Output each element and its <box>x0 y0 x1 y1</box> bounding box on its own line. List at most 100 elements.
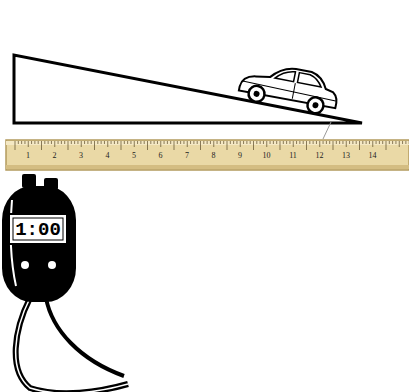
ruler-tick <box>170 141 171 144</box>
ruler-tick <box>313 141 314 144</box>
ruler-tick <box>227 141 228 150</box>
ruler-tick <box>389 141 390 144</box>
stopwatch-display-frame <box>13 218 63 240</box>
ruler-ticks <box>15 141 409 150</box>
car-body <box>239 59 341 109</box>
ruler-number: 1 <box>26 152 30 160</box>
ruler-tick <box>54 141 55 147</box>
ruler-tick <box>157 141 158 144</box>
car-hub <box>312 102 319 109</box>
ruler-tick <box>270 141 271 144</box>
ruler-tick <box>256 141 257 144</box>
ruler-tick <box>167 141 168 144</box>
ruler-tick <box>223 141 224 144</box>
ruler-tick <box>289 141 290 144</box>
ruler-tick <box>41 141 42 150</box>
ruler-tick <box>87 141 88 144</box>
ruler-tick <box>220 141 221 144</box>
ruler-tick <box>174 141 175 150</box>
ruler-tick <box>111 141 112 144</box>
ruler-tick <box>263 141 264 144</box>
ruler-tick <box>203 141 204 144</box>
ruler-tick <box>405 141 406 144</box>
stopwatch-strap <box>16 298 128 392</box>
ruler-tick <box>124 141 125 144</box>
ruler-tick <box>280 141 281 150</box>
ruler-tick <box>94 141 95 150</box>
stopwatch-key <box>48 261 56 269</box>
ruler-tick <box>117 141 118 144</box>
ruler-tick <box>286 141 287 144</box>
ruler-tick <box>154 141 155 144</box>
ruler-tick <box>372 141 373 147</box>
ruler-tick <box>91 141 92 144</box>
toy-car <box>237 59 341 117</box>
ruler-tick <box>193 141 194 144</box>
ruler-tick <box>386 141 387 150</box>
ruler-tick <box>18 141 19 144</box>
ruler-number: 6 <box>159 152 163 160</box>
ruler-tick <box>34 141 35 144</box>
ruler-tick <box>395 141 396 144</box>
ruler-tick <box>356 141 357 144</box>
ruler-tick <box>197 141 198 144</box>
ruler-tick <box>319 141 320 147</box>
ruler-tick <box>77 141 78 144</box>
ruler-tick <box>346 141 347 147</box>
ruler-tick <box>24 141 25 144</box>
ruler-tick <box>217 141 218 144</box>
ruler-tick <box>362 141 363 144</box>
ruler-tick <box>316 141 317 144</box>
stopwatch-display <box>9 214 67 244</box>
ruler-tick <box>160 141 161 147</box>
ruler-tick <box>336 141 337 144</box>
ruler-tick <box>382 141 383 144</box>
ruler-number: 5 <box>132 152 136 160</box>
ruler-number: 3 <box>79 152 83 160</box>
ruler-tick <box>399 141 400 147</box>
car-window <box>297 73 322 87</box>
strap-highlight <box>16 298 128 392</box>
ruler-tick <box>101 141 102 144</box>
ruler-tick <box>230 141 231 144</box>
ruler-tick <box>144 141 145 144</box>
stopwatch-key <box>21 261 29 269</box>
stopwatch-body <box>2 186 76 302</box>
ruler <box>6 140 409 170</box>
ruler-tick <box>342 141 343 144</box>
ruler-number: 2 <box>53 152 57 160</box>
ruler-tick <box>164 141 165 144</box>
ruler-tick <box>392 141 393 144</box>
ruler-tick <box>379 141 380 144</box>
ruler-number: 7 <box>185 152 189 160</box>
ruler-tick <box>61 141 62 144</box>
ruler-tick <box>309 141 310 144</box>
ruler-tick <box>366 141 367 144</box>
ruler-edge <box>6 165 409 169</box>
ruler-number: 9 <box>238 152 242 160</box>
ruler-tick <box>177 141 178 144</box>
ruler-tick <box>114 141 115 144</box>
ruler-number: 8 <box>212 152 216 160</box>
ruler-number: 12 <box>316 152 324 160</box>
ruler-number: 13 <box>342 152 350 160</box>
ruler-tick <box>352 141 353 144</box>
ruler-tick <box>21 141 22 144</box>
car-door <box>292 83 295 99</box>
ruler-tick <box>273 141 274 144</box>
ruler-tick <box>58 141 59 144</box>
ruler-tick <box>402 141 403 144</box>
ruler-number: 11 <box>289 152 297 160</box>
ruler-tick <box>293 141 294 147</box>
ruler-tick <box>376 141 377 144</box>
ruler-tick <box>276 141 277 144</box>
ramp-triangle <box>14 55 362 123</box>
ruler-tick <box>51 141 52 144</box>
ruler-tick <box>299 141 300 144</box>
ruler-tick <box>71 141 72 144</box>
ruler-tick <box>233 141 234 144</box>
ruler-number: 4 <box>106 152 110 160</box>
ruler-tick <box>253 141 254 150</box>
ruler-tick <box>207 141 208 144</box>
